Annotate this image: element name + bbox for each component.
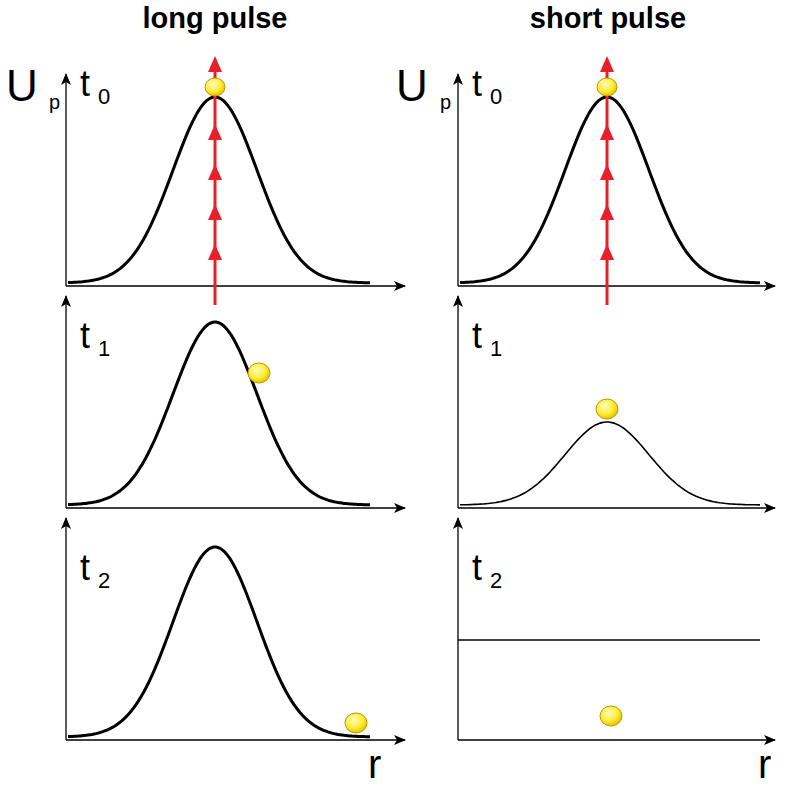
particles [205, 78, 622, 733]
laser-arrowhead [600, 244, 614, 260]
gaussian-curve [460, 97, 760, 283]
time-subscript: 0 [98, 86, 110, 108]
column-title: long pulse [143, 4, 288, 33]
column-title: short pulse [530, 4, 686, 33]
laser-arrowhead [208, 204, 222, 220]
time-subscript: 2 [98, 570, 110, 592]
gaussian-curve [68, 322, 370, 505]
time-subscript: 1 [490, 338, 502, 360]
gaussian-curve [460, 422, 760, 505]
laser-arrowhead [600, 56, 614, 72]
laser-beams [208, 56, 614, 305]
axis-label: U [6, 64, 38, 108]
axis-label: r [758, 744, 771, 784]
time-label: t [80, 318, 90, 354]
laser-line [214, 66, 217, 305]
time-label: t [472, 66, 482, 102]
gaussian-curve [68, 97, 370, 283]
time-label: t [80, 550, 90, 586]
laser-arrowhead [208, 124, 222, 140]
laser-arrowhead [600, 204, 614, 220]
laser-arrowhead [208, 56, 222, 72]
potential-curves [68, 97, 760, 737]
time-label: t [80, 66, 90, 102]
laser-arrowhead [208, 244, 222, 260]
time-subscript: 2 [490, 570, 502, 592]
axis-subscript: p [440, 92, 451, 112]
laser-arrowhead [600, 124, 614, 140]
time-label: t [472, 318, 482, 354]
flat-potential [458, 639, 760, 641]
laser-arrowhead [208, 164, 222, 180]
axis-label: U [396, 64, 428, 108]
axis-label: r [368, 744, 381, 784]
gaussian-curve [68, 547, 370, 737]
time-subscript: 1 [98, 338, 110, 360]
axis-subscript: p [49, 92, 60, 112]
time-label: t [472, 550, 482, 586]
laser-line [606, 66, 609, 305]
axes [66, 74, 775, 740]
time-subscript: 0 [490, 86, 502, 108]
laser-arrowhead [600, 164, 614, 180]
